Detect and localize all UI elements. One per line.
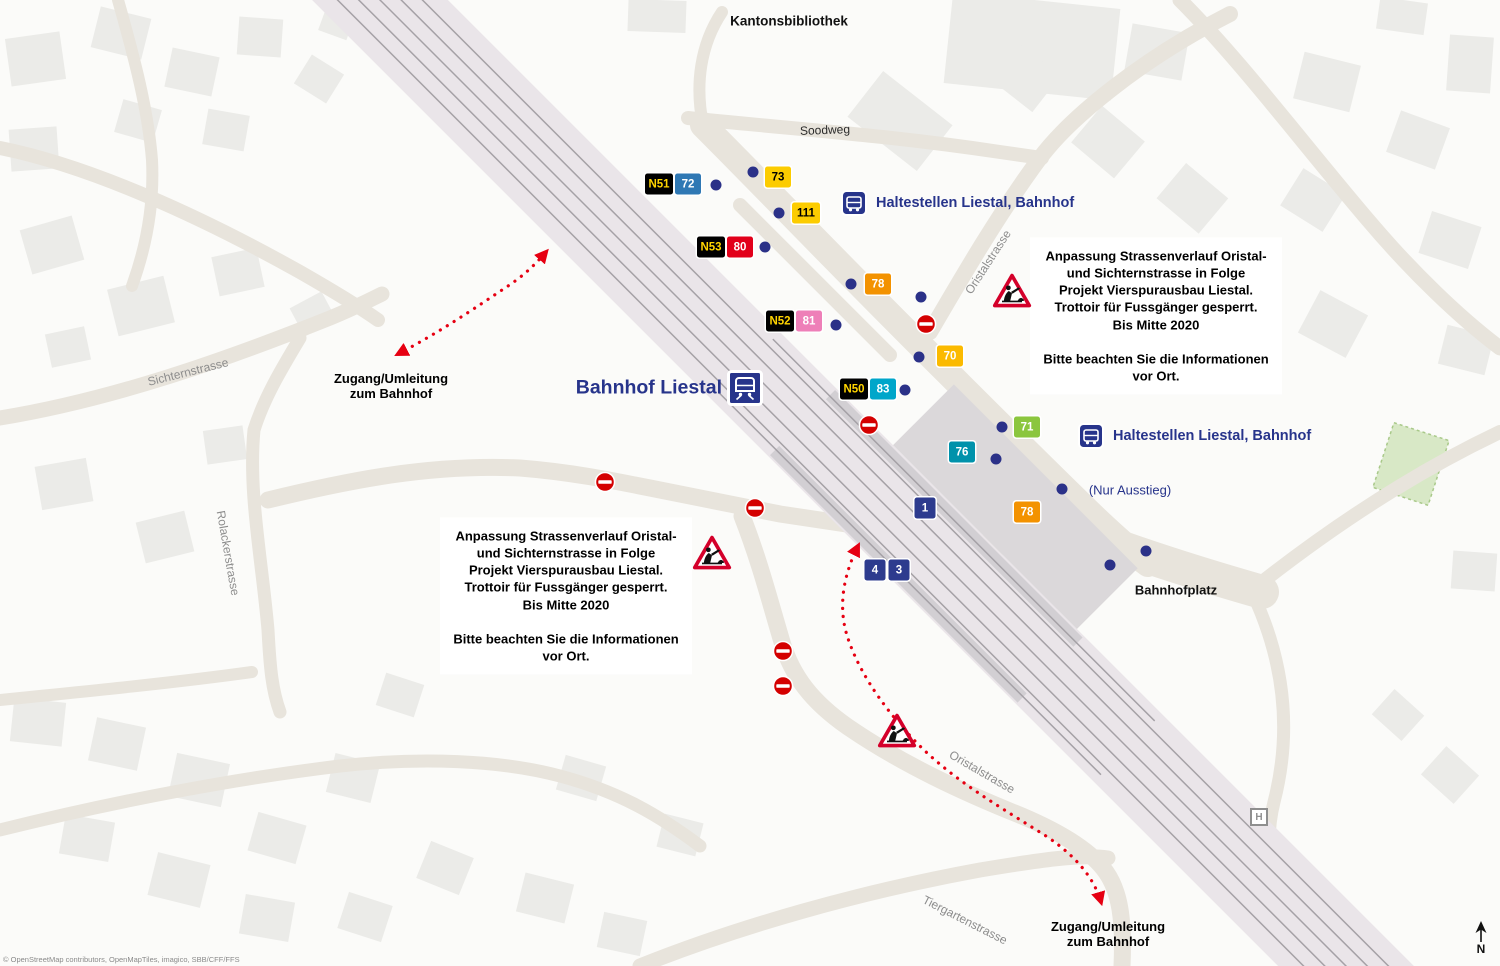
- copyright-attribution: © OpenStreetMap contributors, OpenMapTil…: [3, 955, 240, 964]
- bus-stop-h-sign: H: [1250, 808, 1268, 826]
- north-label: N: [1476, 942, 1486, 956]
- north-arrow-icon: [1475, 921, 1487, 942]
- nur-ausstieg-label: (Nur Ausstieg): [1088, 482, 1172, 498]
- north-indicator: N: [1475, 921, 1487, 955]
- train-station-icon: [727, 370, 763, 406]
- station-name-label: Bahnhof Liestal: [575, 376, 722, 399]
- detour-route-northwest: [394, 248, 549, 357]
